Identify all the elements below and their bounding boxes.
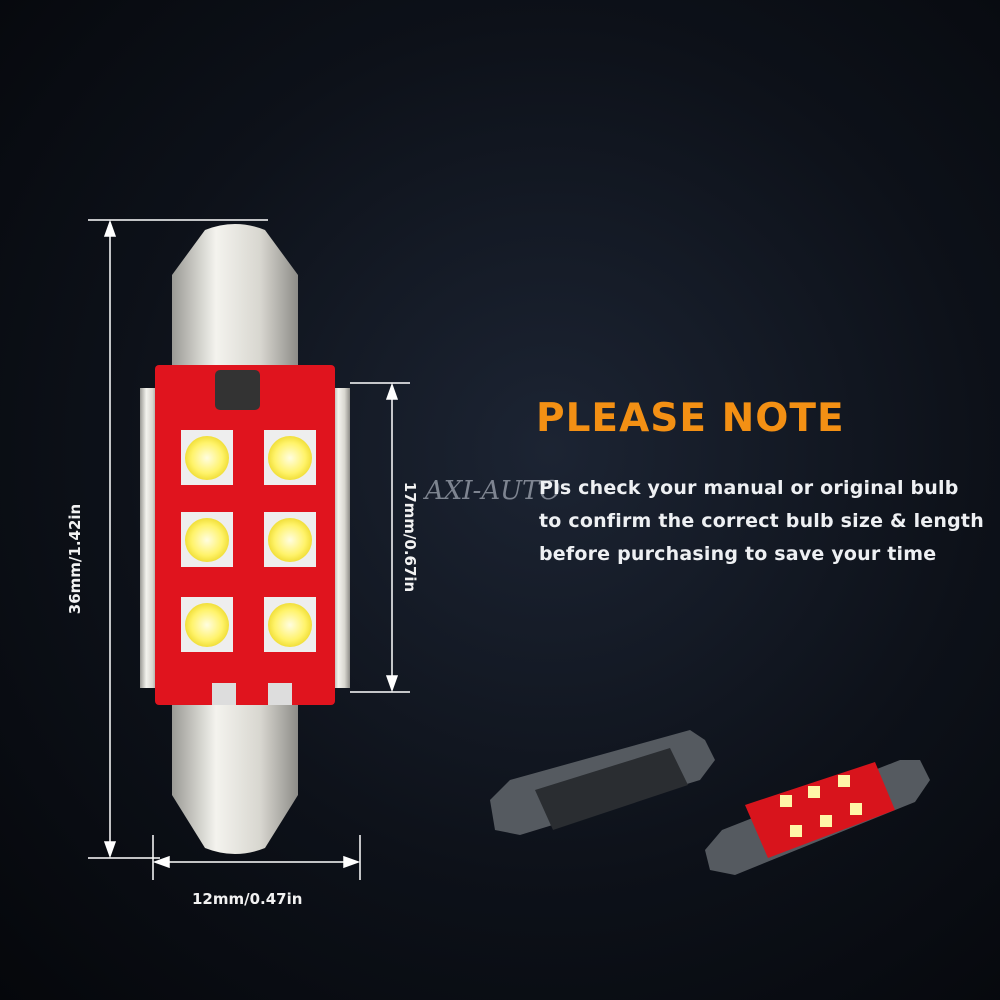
small-bulb-led <box>705 760 930 875</box>
note-line: before purchasing to save your time <box>539 543 937 565</box>
note-line: Pls check your manual or original bulb <box>539 477 959 499</box>
small-bulb-heatsink <box>490 730 715 835</box>
main-bulb <box>140 224 350 854</box>
watermark: AXI-AUTO <box>425 476 561 506</box>
length-dimension-label: 36mm/1.42in <box>66 503 85 615</box>
board-length-dimension-label: 17mm/0.67in <box>401 481 420 593</box>
note-title: PLEASE NOTE <box>536 396 845 441</box>
note-line: to confirm the correct bulb size & lengt… <box>539 510 984 532</box>
dimension-lines <box>88 219 410 880</box>
led-chips <box>181 430 316 652</box>
width-dimension-label: 12mm/0.47in <box>192 890 303 908</box>
